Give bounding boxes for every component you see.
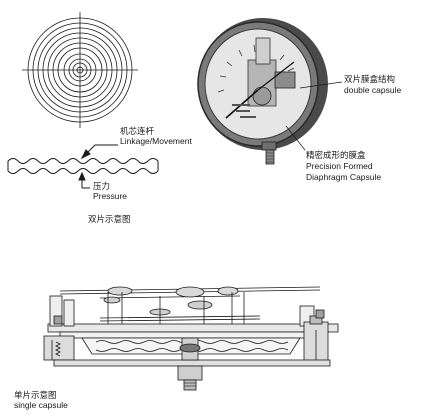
single-diagram-caption-en: single capsule (14, 400, 68, 410)
pressure-label-en: Pressure (93, 191, 127, 201)
single-capsule-assembly (43, 286, 339, 391)
movement-label-en: Linkage/Movement (120, 136, 192, 146)
precision-label-en-1: Precision Formed (306, 161, 373, 171)
movement-label-cn: 机芯连杆 (120, 126, 155, 137)
pressure-label-cn: 压力 (93, 181, 110, 192)
diaphragm-top-view (22, 12, 138, 128)
precision-label-cn: 精密成形的膜盒 (306, 150, 366, 161)
double-capsule-label-en: double capsule (344, 85, 401, 95)
double-diagram-caption: 双片示意图 (88, 214, 131, 225)
double-capsule-profile (7, 144, 159, 189)
pressure-gauge (197, 18, 343, 165)
double-capsule-label-cn: 双片膜盒结构 (344, 74, 395, 85)
single-diagram-caption-cn: 单片示意图 (14, 390, 57, 401)
precision-label-en-2: Diaphragm Capsule (306, 172, 381, 182)
